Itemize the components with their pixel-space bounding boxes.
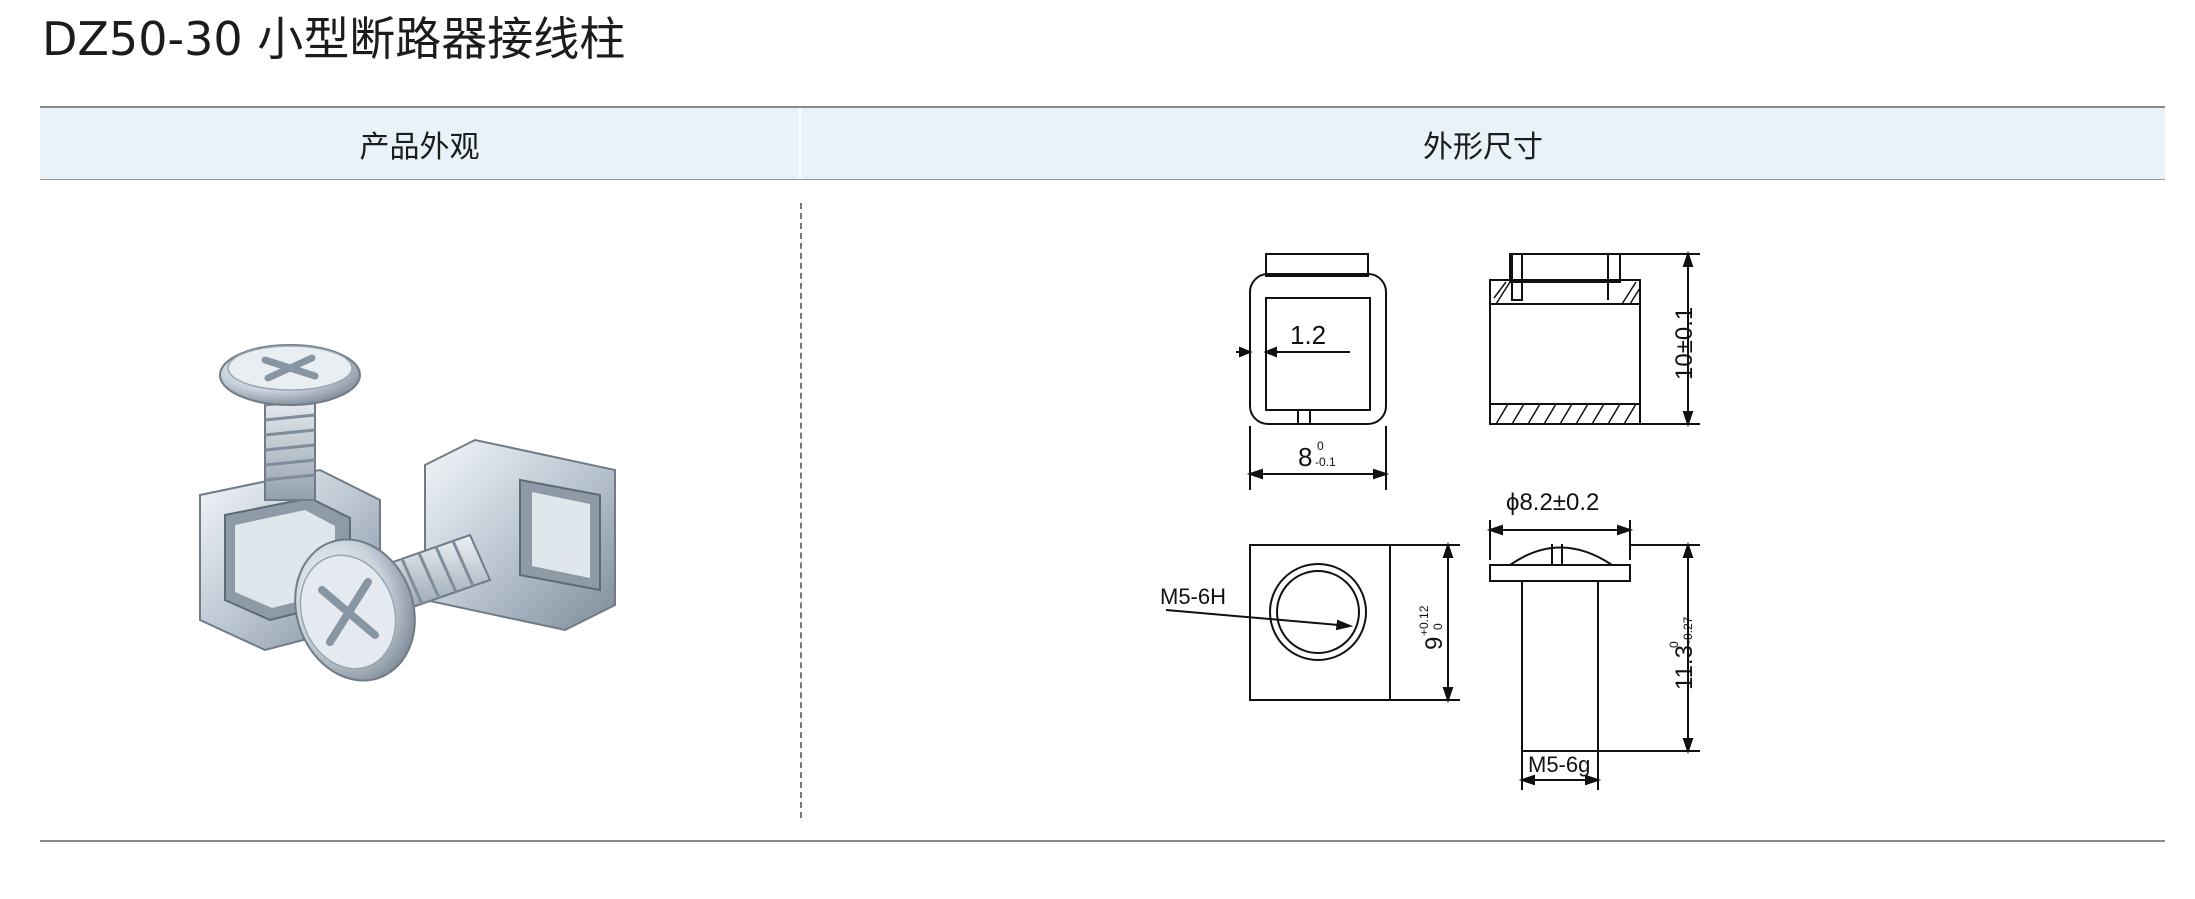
header-dimensions: 外形尺寸 [1423, 129, 1543, 165]
dim-wall-thickness: 1.2 [1290, 320, 1326, 350]
dim-width-upper-tol: 0 [1317, 439, 1324, 453]
right-terminal [294, 438, 616, 682]
dimension-drawing: 1.2 8 0 -0.1 10±0.1 M5-6H 9 +0.12 0 ϕ8.2… [1160, 240, 1780, 810]
dimension-drawing-svg: 1.2 8 0 -0.1 10±0.1 M5-6H 9 +0.12 0 ϕ8.2… [1160, 250, 1700, 790]
nut-front-view [1165, 541, 1460, 704]
header-divider [799, 108, 801, 179]
header-bottom-rule [40, 179, 2165, 180]
dim-screw-thread: M5-6g [1528, 752, 1590, 777]
header-appearance: 产品外观 [359, 129, 480, 165]
cage-top-view [1236, 253, 1390, 490]
terminal-illustration [199, 344, 616, 682]
table-bottom-rule [40, 840, 2165, 842]
dim-height: 10±0.1 [1671, 307, 1698, 380]
dim-screw-length-main: 11.3 [1671, 645, 1698, 690]
column-dashed-divider [800, 203, 802, 818]
dim-width-main: 8 [1298, 442, 1312, 472]
dim-screw-upper-tol: 0 [1667, 641, 1681, 648]
table-header-row: 产品外观 外形尺寸 [40, 108, 2165, 179]
dim-nut-thread: M5-6H [1160, 584, 1226, 609]
dim-nut-height-main: 9 [1421, 637, 1448, 650]
dim-head-diameter: ϕ8.2±0.2 [1506, 489, 1599, 516]
cage-side-view [1489, 250, 1700, 428]
table-top-rule [40, 106, 2165, 108]
dim-nut-lower-tol: 0 [1431, 623, 1445, 630]
page-title: DZ50-30 小型断路器接线柱 [42, 12, 626, 66]
dim-width-lower-tol: -0.1 [1315, 455, 1336, 469]
screw-side-view [1486, 520, 1700, 790]
dim-nut-upper-tol: +0.12 [1417, 605, 1431, 636]
product-photo [170, 320, 670, 690]
dim-screw-lower-tol: -0.27 [1681, 616, 1695, 644]
